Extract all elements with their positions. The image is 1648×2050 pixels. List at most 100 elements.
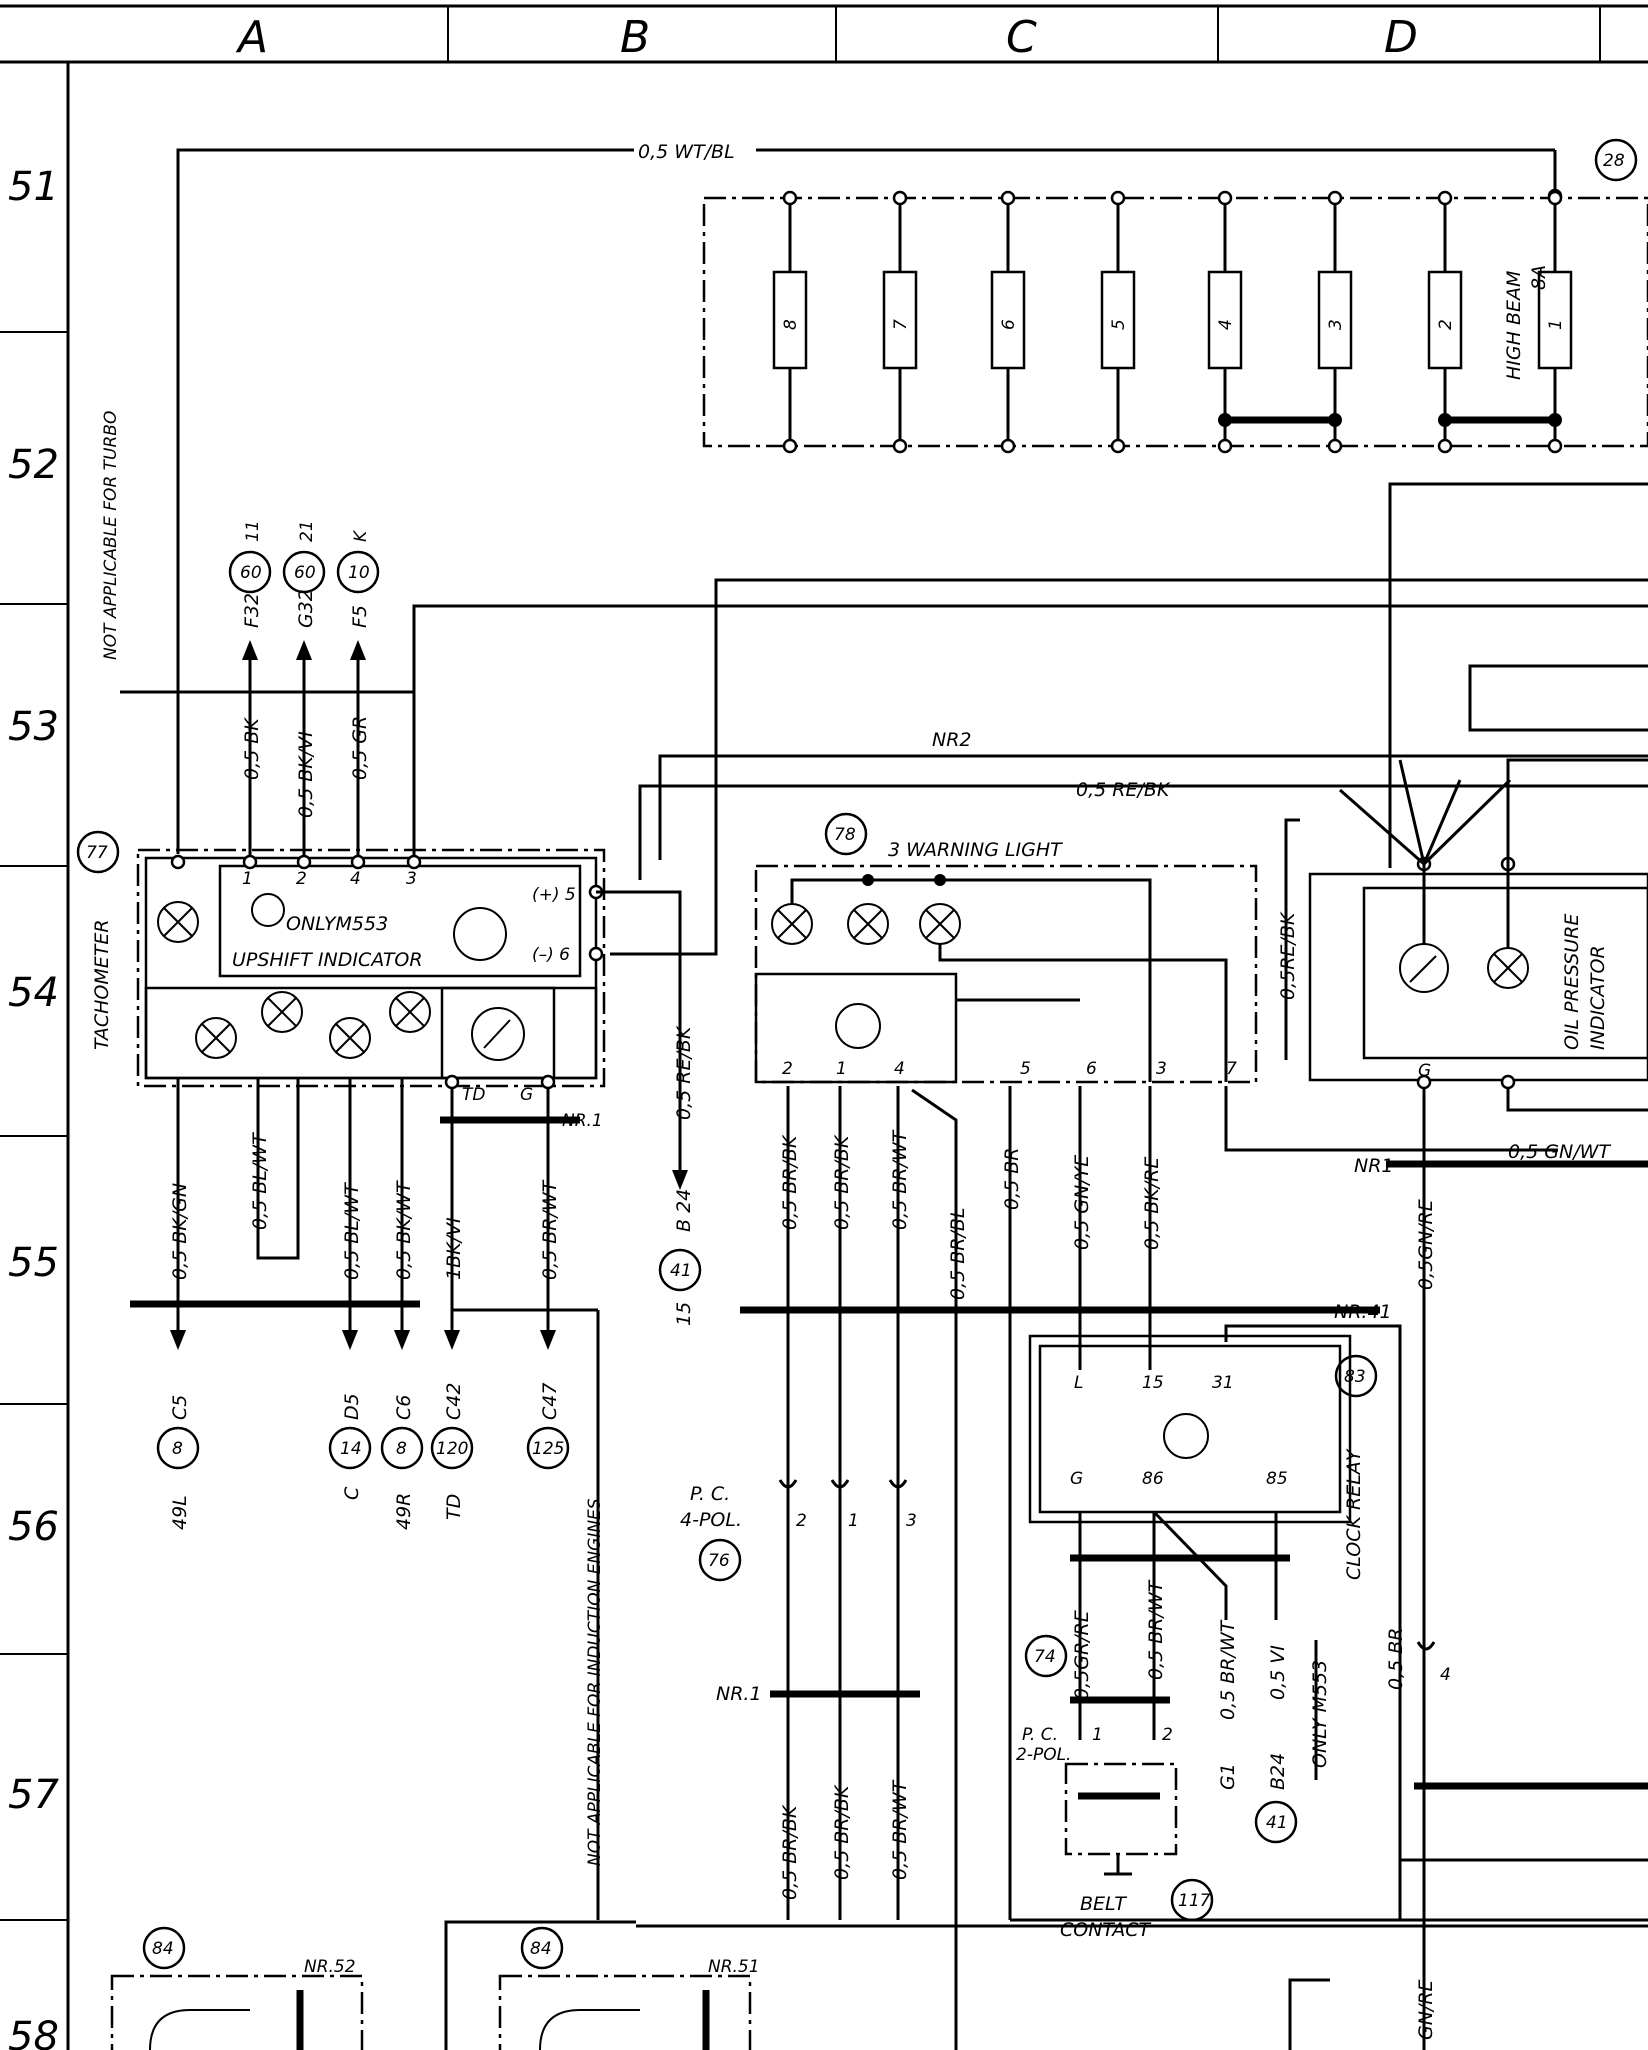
row-label: 52 xyxy=(8,442,59,488)
column-label: B xyxy=(620,12,650,63)
not-turbo-note: NOT APPLICABLE FOR TURBO xyxy=(101,411,121,660)
fuse-number: 5 xyxy=(1109,319,1129,330)
fuse-rating-label: 8A xyxy=(1528,265,1550,290)
fuse: 8 xyxy=(772,190,808,454)
component-callout xyxy=(76,830,120,874)
component-callout xyxy=(380,1426,424,1470)
column-label: A xyxy=(235,12,268,63)
junction-label: NR.41 xyxy=(1334,1301,1392,1323)
component-number: 8 xyxy=(172,1439,183,1459)
component-number: 78 xyxy=(834,825,856,845)
ref-label: C xyxy=(341,1486,363,1500)
fuse: 2 xyxy=(1427,190,1463,454)
only-m553-label: ONLYM553 xyxy=(286,913,388,935)
pin-label: 2 xyxy=(1162,1725,1173,1745)
pin-label: 3 xyxy=(1156,1059,1167,1079)
pin-label: 85 xyxy=(1266,1469,1288,1489)
component-callout xyxy=(658,1248,702,1292)
oil-pressure-label: OIL PRESSURE xyxy=(1561,914,1583,1050)
component-callout xyxy=(336,550,380,594)
component-number: 120 xyxy=(436,1439,468,1459)
ref-label: C42 xyxy=(443,1383,465,1420)
pin-label: 4 xyxy=(350,869,361,889)
wire-label: 0,5 GR xyxy=(349,716,371,780)
ref-label: F32 xyxy=(241,593,263,628)
pin-label: 2 xyxy=(796,1511,807,1531)
component-number: 28 xyxy=(1603,151,1625,171)
component-callout xyxy=(1024,1634,1068,1678)
high-beam-label: HIGH BEAM xyxy=(1503,271,1525,380)
ref-label: G1 xyxy=(1217,1763,1239,1790)
column-label: C xyxy=(1006,12,1037,63)
component-number: 8 xyxy=(396,1439,407,1459)
wire-label: 0,5 BL/WT xyxy=(249,1132,271,1230)
component-84-box xyxy=(110,1974,364,2050)
ref-label: C5 xyxy=(169,1395,191,1420)
ref-label: G32 xyxy=(295,589,317,628)
wire-label: 0,5 VI xyxy=(1267,1645,1289,1700)
pin-label: 86 xyxy=(1142,1469,1164,1489)
pin-label: 4 xyxy=(894,1059,905,1079)
pin-label: G xyxy=(1070,1469,1083,1489)
component-callout xyxy=(430,1426,474,1470)
ref-label: C6 xyxy=(393,1395,415,1420)
fuse-number: 4 xyxy=(1216,319,1236,330)
pin-td: TD xyxy=(462,1085,485,1105)
component-number: 83 xyxy=(1344,1367,1366,1387)
ref-label: 49R xyxy=(393,1493,415,1530)
ref-label: TD xyxy=(443,1494,465,1520)
component-callout xyxy=(328,1426,372,1470)
row-label: 54 xyxy=(8,970,59,1016)
row-label: 56 xyxy=(8,1504,59,1550)
wire-label: 0,5 BR/BK xyxy=(779,1134,801,1230)
pin-label: 1 xyxy=(1092,1725,1103,1745)
component-callout xyxy=(156,1426,200,1470)
component-number: 60 xyxy=(240,563,262,583)
row-label: 58 xyxy=(8,2014,59,2050)
component-callout xyxy=(142,1926,186,1970)
belt-contact-box xyxy=(1064,1762,1178,1856)
component-callout xyxy=(698,1538,742,1582)
pc-pol-label: 2-POL. xyxy=(1016,1745,1071,1765)
row-label: 51 xyxy=(8,164,59,210)
fuse: 5 xyxy=(1100,190,1136,454)
upshift-indicator-label: UPSHIFT INDICATOR xyxy=(232,949,423,971)
wire-label: GN/RE xyxy=(1415,1979,1437,2040)
wire-label: 0,5 BK xyxy=(241,717,263,780)
wire xyxy=(176,148,634,854)
fuse-number: 3 xyxy=(1326,319,1346,330)
junction-label: NR.52 xyxy=(304,1957,356,1977)
pin-label: 1 xyxy=(848,1511,859,1531)
pc-pol-label: 4-POL. xyxy=(680,1509,742,1531)
wire-label: 0,5 BR/WT xyxy=(1217,1619,1239,1720)
fuse-number: 6 xyxy=(999,319,1019,330)
wire-label: 0,5 BR/WT xyxy=(889,1779,911,1880)
warning-light-unit xyxy=(754,864,1258,1084)
pin-label: 3 xyxy=(406,869,417,889)
component-number: 10 xyxy=(348,563,370,583)
wire-label: 0,5 RE/BK xyxy=(1076,779,1171,801)
component-callout xyxy=(1170,1878,1214,1922)
wire-label: 1BK/VI xyxy=(443,1217,465,1280)
fuse-number: 7 xyxy=(891,319,911,330)
row-label: 57 xyxy=(8,1772,59,1818)
warning-light-label: 3 WARNING LIGHT xyxy=(888,839,1063,861)
row-label: 55 xyxy=(8,1240,59,1286)
fuse: 6 xyxy=(990,190,1026,454)
junction-label: NR.1 xyxy=(562,1111,603,1131)
wire-label: 0,5 BK/RE xyxy=(1141,1157,1163,1250)
junction-label: NR.51 xyxy=(708,1957,760,1977)
fuse: 3 xyxy=(1317,190,1353,454)
ref-label: F5 xyxy=(349,605,371,628)
wire-label: 0,5RE/BK xyxy=(1277,911,1299,1000)
wire-label: 0,5 BR/WT xyxy=(1145,1579,1167,1680)
fuse: 4 xyxy=(1207,190,1243,454)
component-number: 74 xyxy=(1034,1647,1056,1667)
ref-label: 15 xyxy=(673,1302,695,1326)
fuse-number: 1 xyxy=(1546,319,1566,330)
fuse-number: 8 xyxy=(781,319,801,330)
pc-label: P. C. xyxy=(1022,1725,1058,1745)
pin-label: 1 xyxy=(242,869,253,889)
pin-label: 6 xyxy=(1086,1059,1097,1079)
clock-relay-label: CLOCK RELAY xyxy=(1343,1448,1365,1580)
